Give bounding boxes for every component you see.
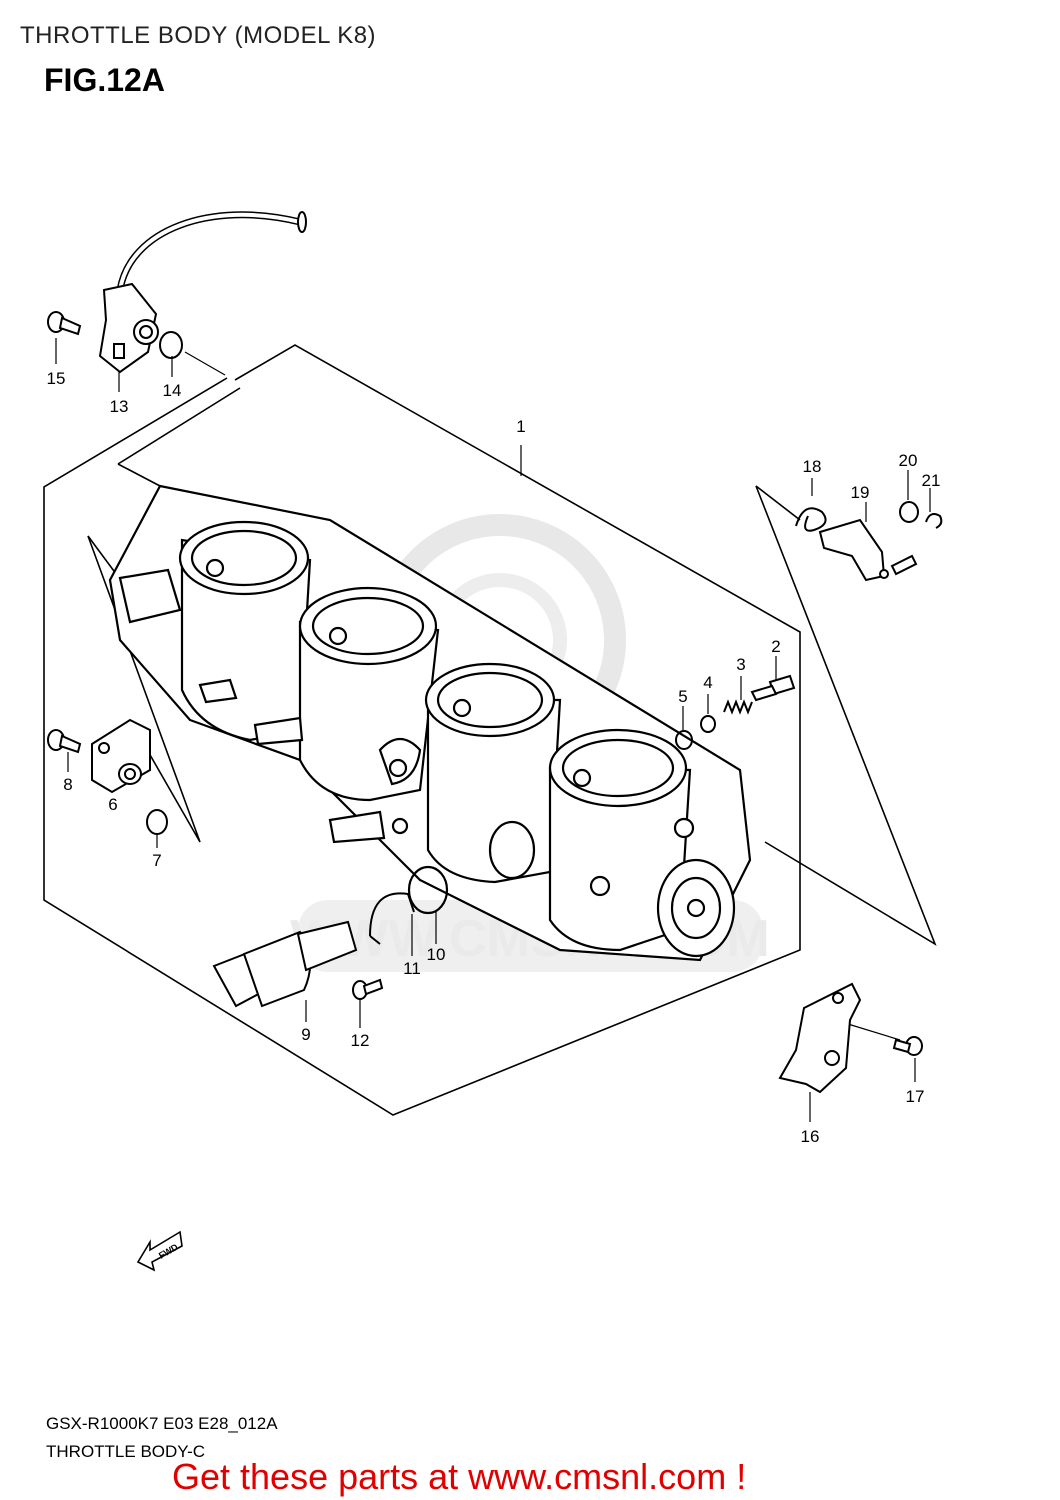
callout-13: 13 <box>110 397 129 416</box>
callout-16: 16 <box>801 1127 820 1146</box>
callout-21: 21 <box>922 471 941 490</box>
oring-10 <box>407 865 449 915</box>
callout-18: 18 <box>803 457 822 476</box>
promo-link[interactable]: Get these parts at www.cmsnl.com ! <box>172 1456 747 1497</box>
clip-11 <box>369 892 415 945</box>
clip-21 <box>925 513 943 529</box>
screw-15 <box>47 311 82 336</box>
spring-18 <box>795 507 827 532</box>
callout-10: 10 <box>427 945 446 964</box>
callout-9: 9 <box>301 1025 310 1044</box>
spring-3 <box>723 699 753 715</box>
callout-12: 12 <box>351 1031 370 1050</box>
adjust-screw-2 <box>750 674 796 702</box>
throttle-body-1 <box>108 484 752 962</box>
screw-17 <box>892 1036 923 1056</box>
lever-19 <box>818 518 918 582</box>
washer-4 <box>700 715 716 733</box>
callout-6: 6 <box>108 795 117 814</box>
oring-7 <box>146 809 168 835</box>
sensor-6 <box>91 718 151 794</box>
oring-5 <box>675 730 693 750</box>
screw-12 <box>352 978 384 1000</box>
diagram-header: THROTTLE BODY (MODEL K8) <box>20 22 377 49</box>
callout-2: 2 <box>771 637 780 656</box>
fwd-arrow-icon: FWD <box>136 1230 183 1272</box>
sensor-13 <box>98 211 307 374</box>
screw-8 <box>47 729 82 754</box>
oring-14 <box>159 331 183 359</box>
callout-17: 17 <box>906 1087 925 1106</box>
washer-20 <box>899 501 919 523</box>
callout-20: 20 <box>899 451 918 470</box>
bracket-16 <box>778 982 862 1094</box>
callout-3: 3 <box>736 655 745 674</box>
callout-15: 15 <box>47 369 66 388</box>
callout-19: 19 <box>851 483 870 502</box>
callout-14: 14 <box>163 381 182 400</box>
callout-8: 8 <box>63 775 72 794</box>
model-code: GSX-R1000K7 E03 E28_012A <box>46 1414 278 1433</box>
callout-5: 5 <box>678 687 687 706</box>
callout-labels: 1 2 3 4 5 6 7 8 9 10 11 12 13 14 15 16 1… <box>47 369 941 1146</box>
callout-11: 11 <box>403 959 421 978</box>
callout-7: 7 <box>152 851 161 870</box>
sensor-9 <box>212 920 358 1008</box>
group-name: THROTTLE BODY-C <box>46 1442 206 1461</box>
figure-label: FIG.12A <box>44 62 165 98</box>
callout-4: 4 <box>703 673 712 692</box>
callout-1: 1 <box>516 417 525 436</box>
